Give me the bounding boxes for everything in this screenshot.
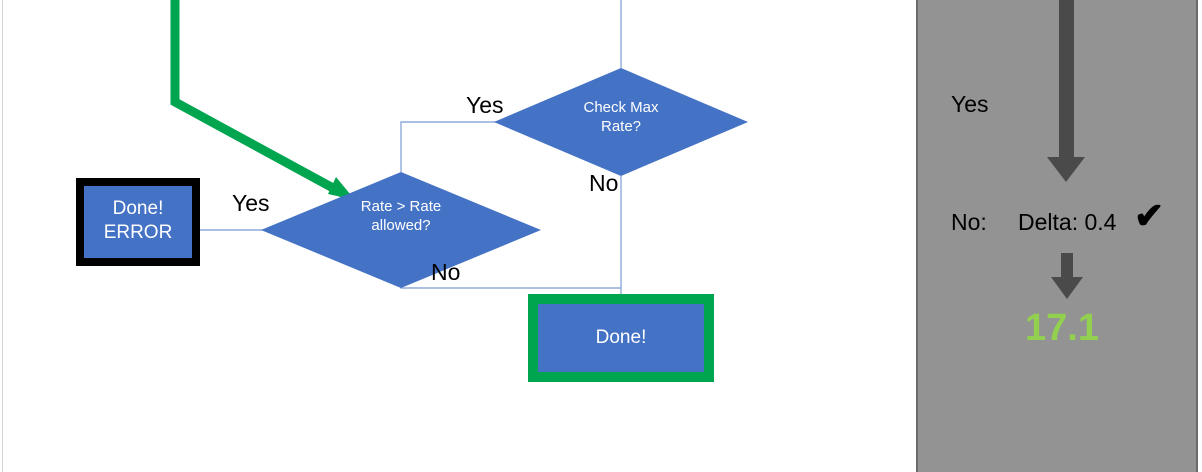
- panel-arrow-down-secondary: [1051, 253, 1083, 299]
- edge-label-no-check-max-rate: No: [589, 170, 619, 196]
- terminator-done-error-fill: [84, 186, 192, 258]
- decision-check-max-rate-label: Check Max Rate?: [583, 99, 659, 135]
- status-panel: Yes No: Delta: 0.4 ✔ 17.1: [916, 0, 1198, 472]
- terminator-done-fill: [538, 304, 704, 372]
- terminator-done-label: Done!: [595, 327, 647, 348]
- panel-arrows: [1047, 0, 1085, 299]
- panel-arrow-down-primary: [1047, 0, 1085, 182]
- panel-result-value: 17.1: [1025, 307, 1099, 349]
- left-edge-rule: [2, 0, 3, 472]
- terminator-done-error-label: Done! ERROR: [103, 198, 173, 243]
- edge-label-no-rate-allowed: No: [431, 259, 461, 285]
- edge-label-yes-rate-allowed: Yes: [232, 190, 270, 216]
- panel-branch-yes-label: Yes: [951, 91, 989, 117]
- decision-rate-gt-rate-allowed-label: Rate > Rate allowed?: [360, 198, 442, 234]
- connector-yes-to-rate-allowed: [400, 121, 497, 172]
- decision-check-max-rate: [494, 68, 748, 176]
- edge-label-yes-check-max-rate: Yes: [466, 92, 504, 118]
- decision-rate-gt-rate-allowed: [261, 172, 541, 288]
- green-highlight-path: [170, 0, 347, 198]
- panel-delta-label: Delta: 0.4: [1018, 209, 1117, 235]
- panel-branch-no-label: No:: [951, 209, 987, 235]
- check-mark-icon: ✔: [1134, 195, 1165, 236]
